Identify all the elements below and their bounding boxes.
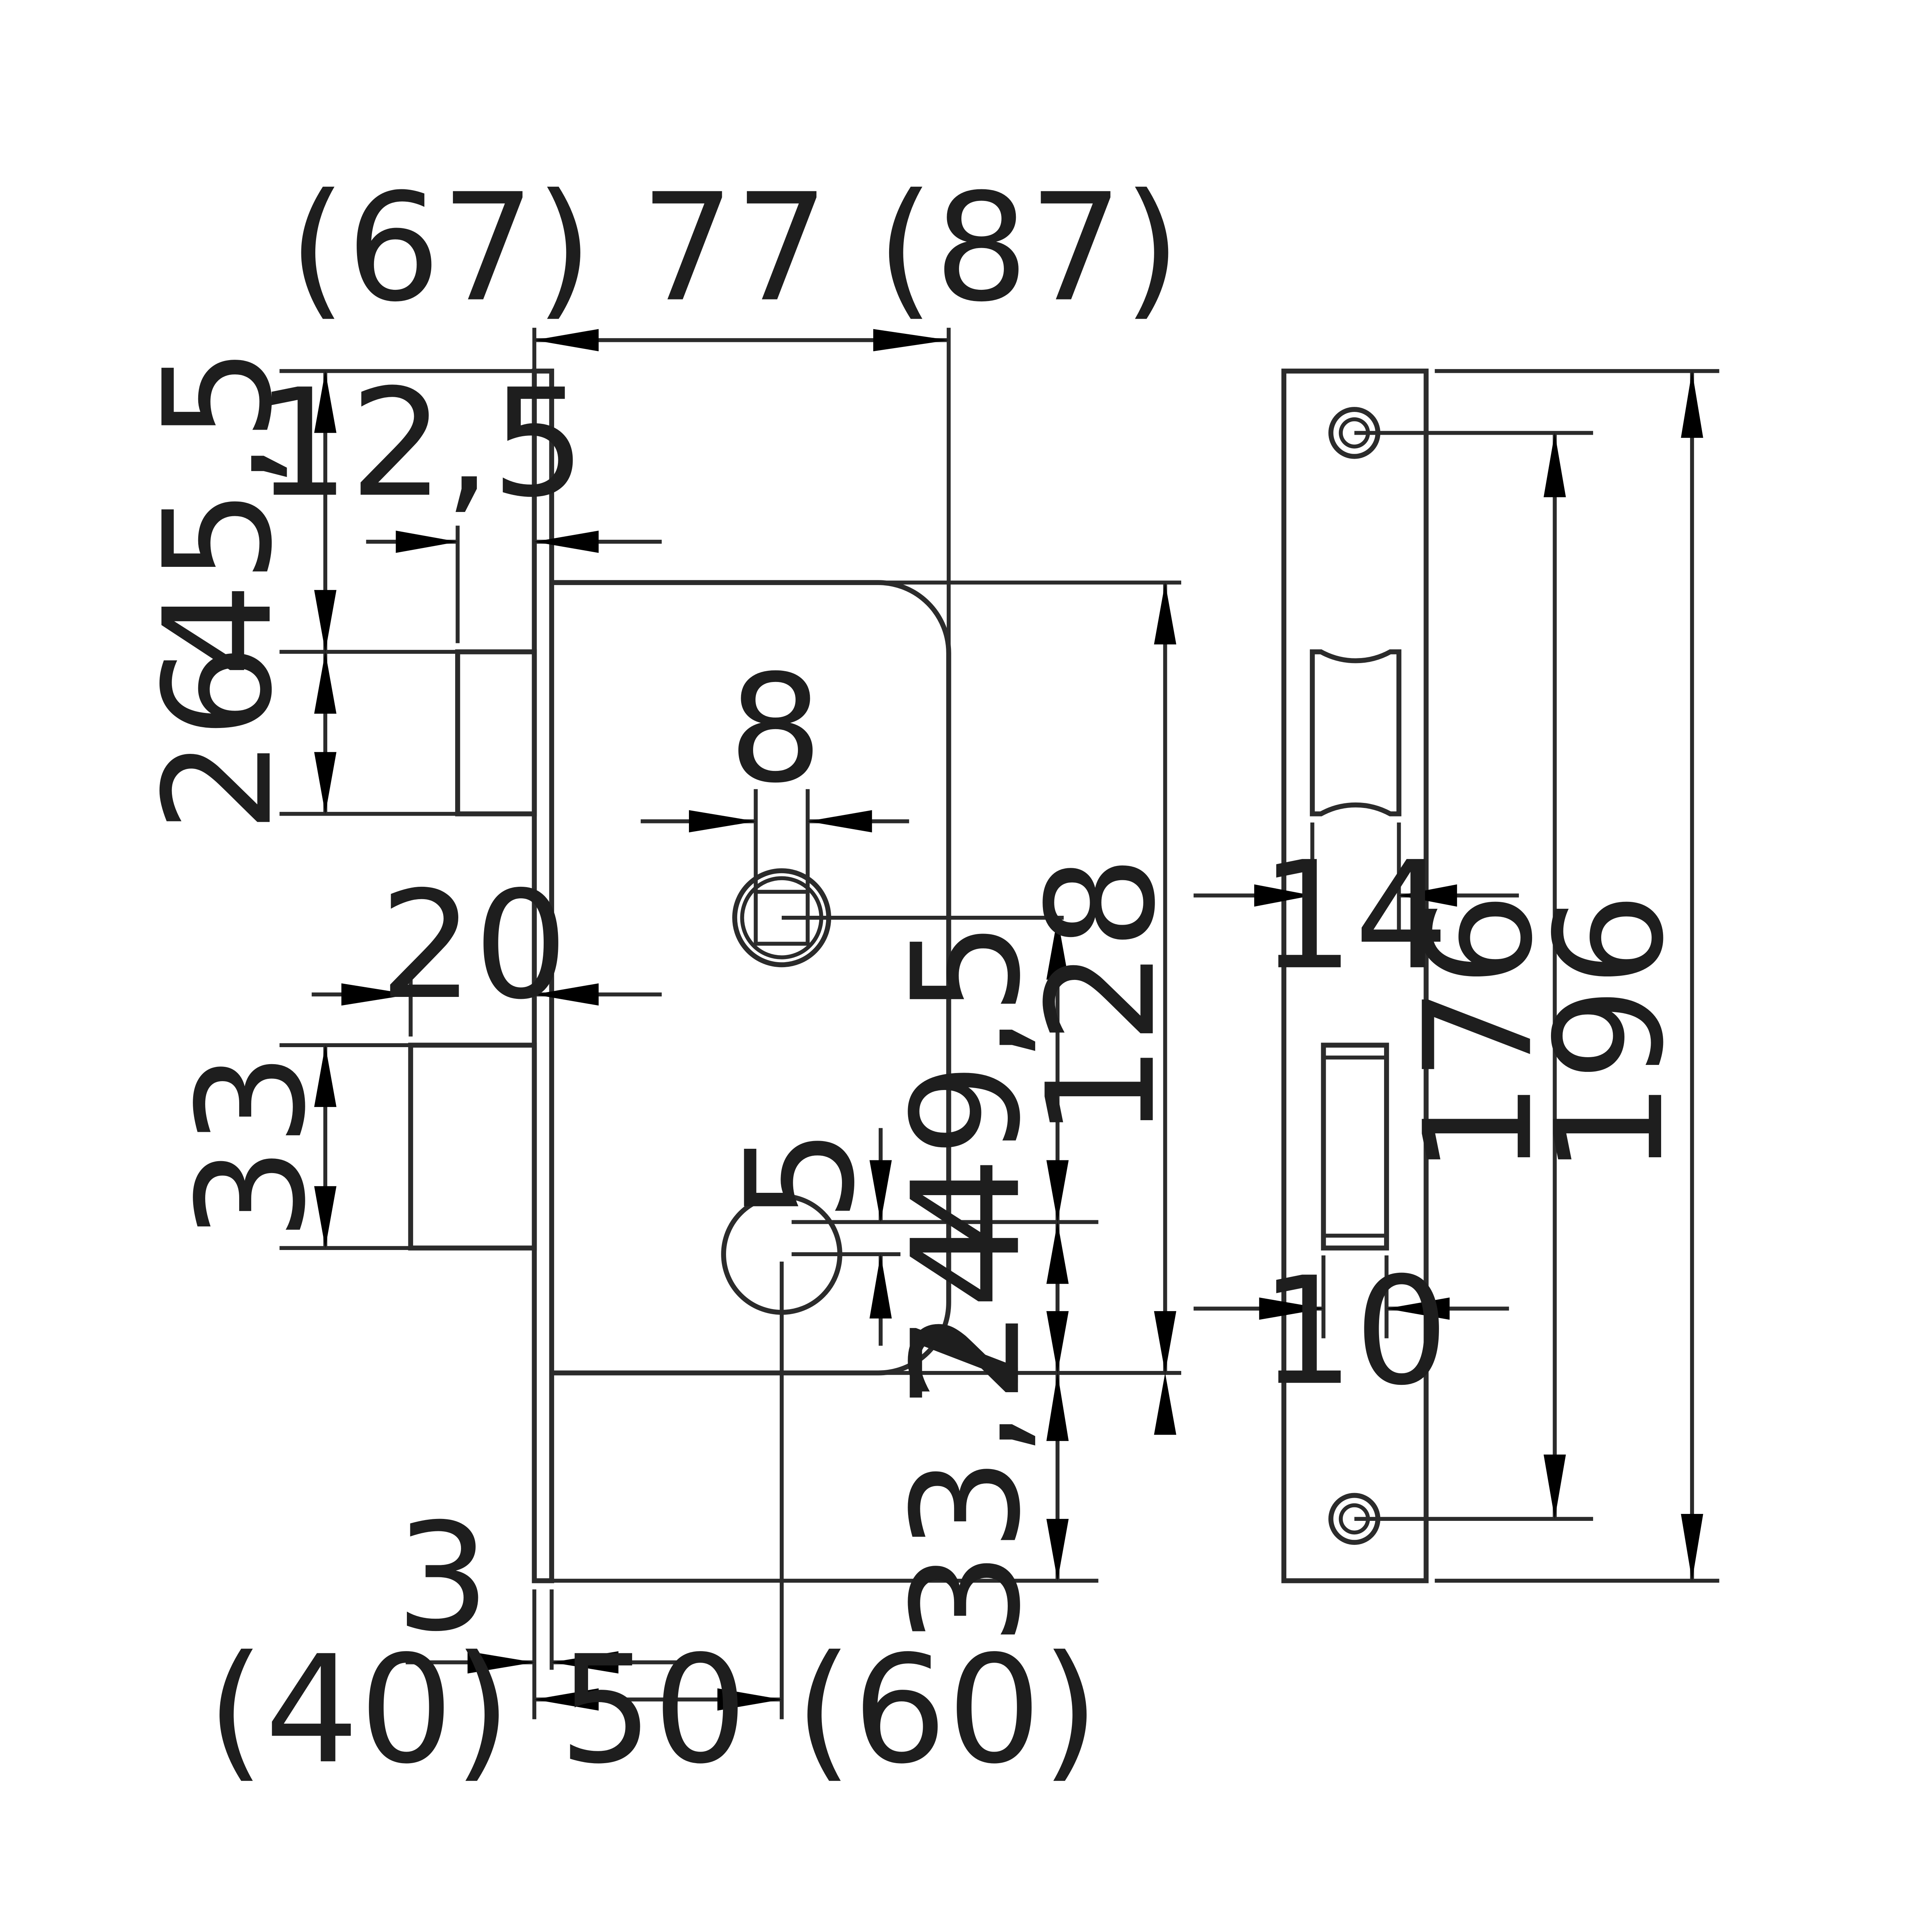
dim-deadbolt-height: 33 — [165, 1052, 338, 1241]
dim-case-to-plate-bottom: 33,7 — [880, 1315, 1053, 1646]
strike-plate — [1281, 368, 1429, 1583]
dimension-labels: (67) 77 (87) 45,5 12,5 26 8 20 33 49,5 1… — [132, 162, 1696, 1797]
dim-screw-centers: 176 — [1392, 892, 1565, 1175]
lock-case — [551, 580, 951, 1376]
dim-plate-length: 196 — [1523, 892, 1696, 1175]
latch-opening — [1310, 649, 1401, 816]
strike-plate-outline — [1281, 368, 1429, 1583]
extension-lines — [279, 328, 1181, 1719]
dim-backset: (40) 50 (60) — [207, 1623, 1099, 1796]
dim-top-to-latch: 45,5 — [132, 347, 305, 677]
faceplate — [532, 368, 554, 1583]
strike-dimension-lines — [1193, 369, 1719, 1583]
dim-bolt-slot-width: 10 — [1260, 1245, 1449, 1418]
latch-bolt — [455, 649, 537, 816]
dim-backset-width: (67) 77 (87) — [288, 162, 1181, 335]
bolt-opening — [1321, 1043, 1389, 1251]
dim-spindle-to-keyhole: 49,5 — [880, 921, 1053, 1251]
dead-bolt — [408, 1043, 537, 1251]
dim-spindle-size: 8 — [728, 643, 823, 816]
dim-deadbolt-projection: 20 — [379, 859, 568, 1032]
dim-case-height: 128 — [1015, 855, 1188, 1138]
dim-keyhole-to-bottom: 24 — [880, 1214, 1053, 1403]
dim-latch-slot-width: 14 — [1260, 829, 1449, 1002]
dim-keyhole-offset: 5 — [714, 1128, 888, 1222]
dim-latch-projection: 12,5 — [255, 357, 586, 530]
dim-latch-height: 26 — [132, 644, 305, 833]
dimension-lines — [311, 329, 1177, 1711]
dim-faceplate-thickness: 3 — [396, 1491, 490, 1664]
